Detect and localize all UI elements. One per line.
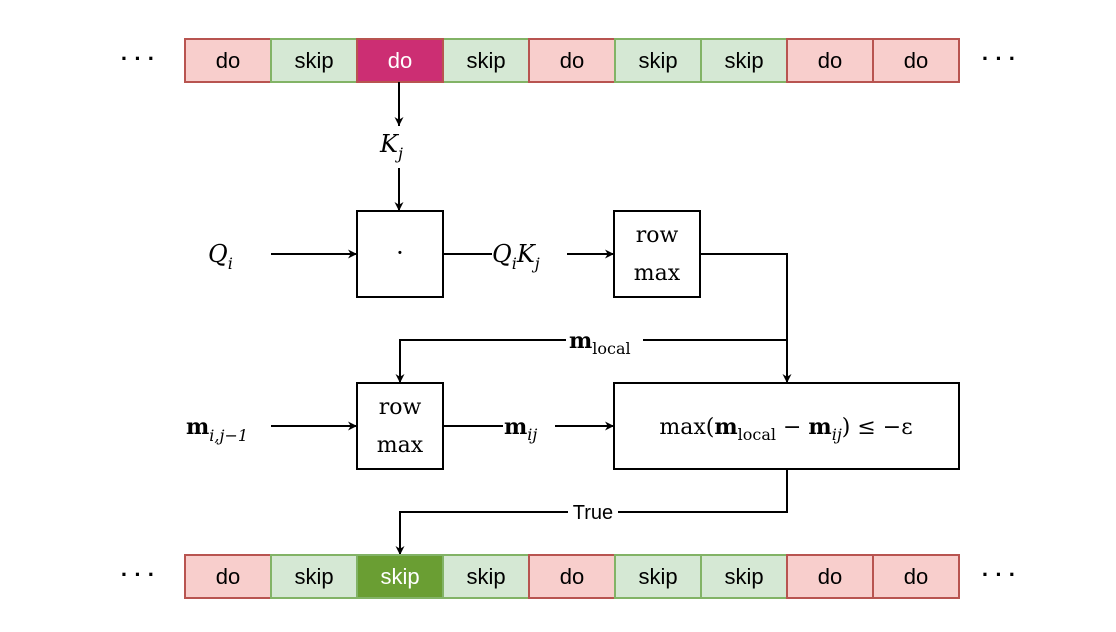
top-cell-rect [184,38,272,83]
top-cell-do: do [786,38,874,83]
bottom-ellipsis-left: · · · [121,562,155,587]
bottom-cell-rect [872,554,960,599]
row-max-bottom-line1: row [379,395,422,420]
line-condition-to-true [618,469,788,513]
condition-box [613,382,960,470]
top-cell-skip: skip [614,38,702,83]
arrow-true-to-skip [395,511,568,555]
top-block-row: do skip skip do skip skip do do do [184,38,960,83]
top-cell-label: do [560,48,584,73]
row-max-top-line2: max [634,261,681,286]
top-cell-rect [442,38,530,83]
bottom-cell-rect [270,554,358,599]
top-cell-do: do [184,38,272,83]
true-label: True [573,502,613,524]
bottom-cell-label: do [216,564,240,589]
bottom-cell-skip: skip [700,554,788,599]
bottom-cell-skip: skip [614,554,702,599]
bottom-block-row: do skip skip do skip skip do do skip [184,554,960,599]
top-cell-skip: skip [700,38,788,83]
top-cell-do: do [872,38,960,83]
bottom-cell-do: do [786,554,874,599]
bottom-cell-label: skip [724,564,763,589]
bottom-cell-label: skip [638,564,677,589]
row-max-top-line1: row [636,223,679,248]
top-cell-label: do [388,48,412,73]
bottom-cell-do: do [528,554,616,599]
k-j-label: Kj [379,130,403,163]
row-max-bottom-line2: max [377,433,424,458]
top-ellipsis-left: · · · [121,46,155,71]
top-cell-label: do [904,48,928,73]
top-cell-skip: skip [442,38,530,83]
bottom-cell-do: do [872,554,960,599]
arrow-mlocal-to-rowmax [395,339,566,383]
top-cell-do: do [528,38,616,83]
bottom-cell-rect [614,554,702,599]
top-cell-label: do [216,48,240,73]
dot-symbol: · [396,239,404,267]
bottom-cell-skip: skip [442,554,530,599]
top-cell-label: skip [638,48,677,73]
bottom-cell-rect [528,554,616,599]
bottom-cell-rect [356,554,444,599]
top-cell-label: do [818,48,842,73]
condition-text: max(mlocal − mij) ≤ −ε [659,414,912,444]
top-cell-label: skip [294,48,333,73]
m-prev-label: mi,j−1 [186,414,248,445]
bottom-cell-skip: skip [270,554,358,599]
q-i-label: Qi [208,240,233,273]
bottom-cell-label: do [818,564,842,589]
top-cell-label: skip [466,48,505,73]
row-max-top-box [613,210,701,298]
top-cell-rect [700,38,788,83]
bottom-cell-do: do [184,554,272,599]
m-ij-label: mij [504,414,537,444]
qk-label: QiKj [492,240,540,273]
top-cell-rect [614,38,702,83]
top-cell-do-active: do [356,38,444,83]
bottom-cell-label: do [560,564,584,589]
dot-product-box [356,210,444,298]
bottom-cell-label: skip [466,564,505,589]
bottom-cell-label: skip [380,564,419,589]
m-local-label: mlocal [569,328,631,358]
bottom-cell-skip-active: skip [356,554,444,599]
top-cell-rect [872,38,960,83]
bottom-cell-label: skip [294,564,333,589]
top-cell-rect [786,38,874,83]
top-cell-label: skip [724,48,763,73]
top-cell-skip: skip [270,38,358,83]
bottom-cell-label: do [904,564,928,589]
top-cell-rect [270,38,358,83]
arrow-rowmax-to-condition [700,253,792,383]
bottom-ellipsis-right: · · · [982,562,1016,587]
top-ellipsis-right: · · · [982,46,1016,71]
